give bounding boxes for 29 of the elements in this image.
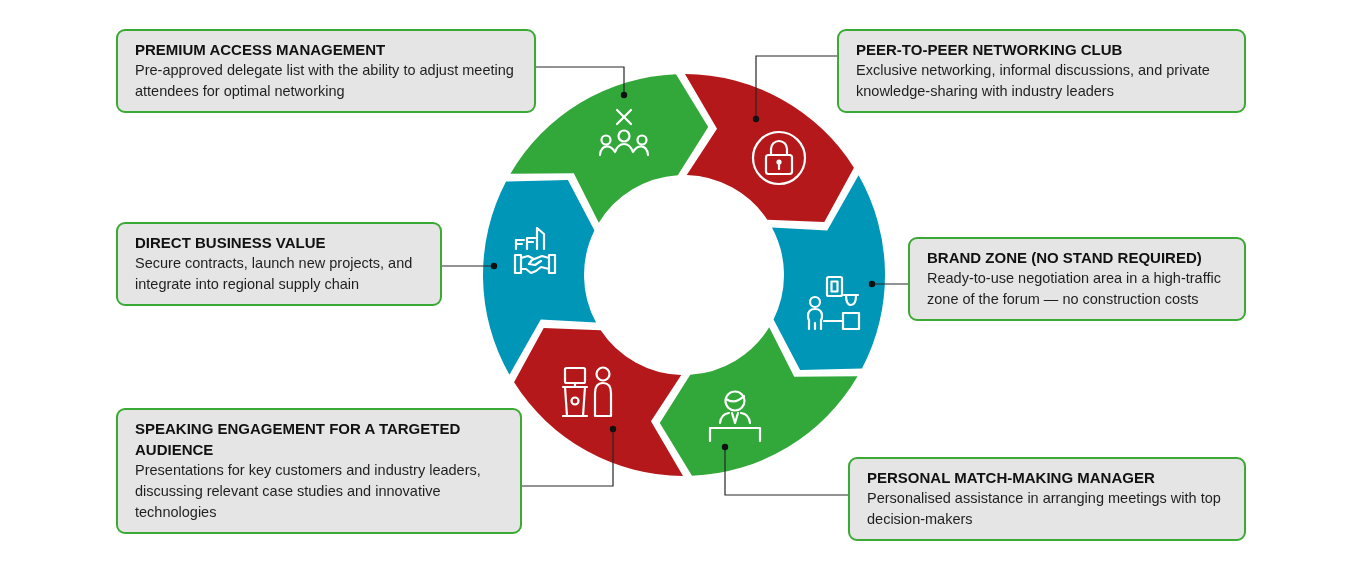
info-box	[908, 237, 1246, 321]
box-description: Personalised assistance in arranging meetings with top decision-makers	[867, 489, 1222, 529]
leader-line	[441, 262, 498, 270]
box-heading: SPEAKING ENGAGEMENT FOR A TARGETED AUDIENCE	[135, 419, 462, 460]
box-heading: BRAND ZONE (NO STAND REQUIRED)	[927, 248, 1203, 268]
box-heading: DIRECT BUSINESS VALUE	[135, 233, 327, 253]
box-description: Secure contracts, launch new projects, and integrate into regional supply chain	[135, 254, 414, 294]
info-box	[116, 29, 536, 113]
leader-line	[868, 280, 909, 288]
ring-segment	[659, 327, 858, 476]
box-heading: PERSONAL MATCH-MAKING MANAGER	[867, 468, 1156, 488]
info-box	[116, 222, 442, 306]
box-description: Presentations for key customers and industry leaders, discussing relevant case studies and innovative technologies	[135, 461, 482, 522]
box-heading: PEER-TO-PEER NETWORKING CLUB	[856, 40, 1124, 60]
box-description: Ready-to-use negotiation area in a high-traffic zone of the forum — no construction costs	[927, 269, 1222, 309]
box-description: Pre-approved delegate list with the ability to adjust meeting attendees for optimal networking	[135, 61, 515, 101]
ring-segment	[483, 180, 597, 375]
ring-segment	[771, 175, 885, 370]
leader-line	[535, 66, 628, 99]
leader-line	[721, 443, 849, 496]
leader-line	[752, 55, 838, 123]
info-box	[848, 457, 1246, 541]
box-heading: PREMIUM ACCESS MANAGEMENT	[135, 40, 387, 60]
info-box	[116, 408, 522, 534]
ring-segment	[514, 328, 683, 476]
box-description: Exclusive networking, informal discussions, and private knowledge-sharing with industry leaders	[856, 61, 1211, 101]
info-box	[837, 29, 1246, 113]
leader-line	[521, 425, 617, 487]
ring-segment	[685, 74, 854, 222]
